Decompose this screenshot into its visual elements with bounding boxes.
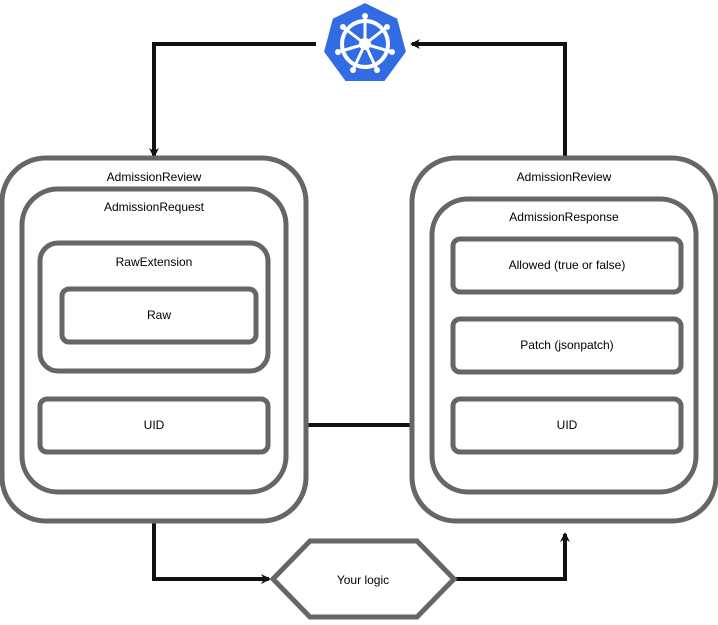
kubernetes-logo-icon bbox=[321, 0, 409, 83]
right-admission-review-title: AdmissionReview bbox=[517, 170, 612, 184]
allowed-box bbox=[450, 236, 684, 295]
response-uid-label: UID bbox=[557, 418, 578, 432]
admission-response-title: AdmissionResponse bbox=[509, 210, 619, 224]
request-uid-label: UID bbox=[144, 418, 165, 432]
left-review-to-logic-arrow bbox=[152, 522, 271, 584]
your-logic-label: Your logic bbox=[337, 573, 389, 587]
logo-to-left-review-arrow bbox=[149, 42, 316, 158]
admission-request-title: AdmissionRequest bbox=[104, 200, 205, 214]
left-admission-review-title: AdmissionReview bbox=[107, 170, 202, 184]
patch-label: Patch (jsonpatch) bbox=[520, 338, 613, 352]
raw-label: Raw bbox=[147, 308, 171, 322]
logic-to-right-review-arrow bbox=[456, 532, 570, 581]
right-review-to-logo-arrow bbox=[410, 39, 567, 156]
raw-box bbox=[59, 286, 259, 345]
allowed-label: Allowed (true or false) bbox=[509, 258, 626, 272]
patch-box bbox=[450, 316, 684, 375]
request-uid-box bbox=[37, 396, 271, 455]
response-uid-box bbox=[450, 396, 684, 455]
your-logic-diamond bbox=[269, 538, 458, 620]
raw-extension-title: RawExtension bbox=[116, 255, 193, 269]
